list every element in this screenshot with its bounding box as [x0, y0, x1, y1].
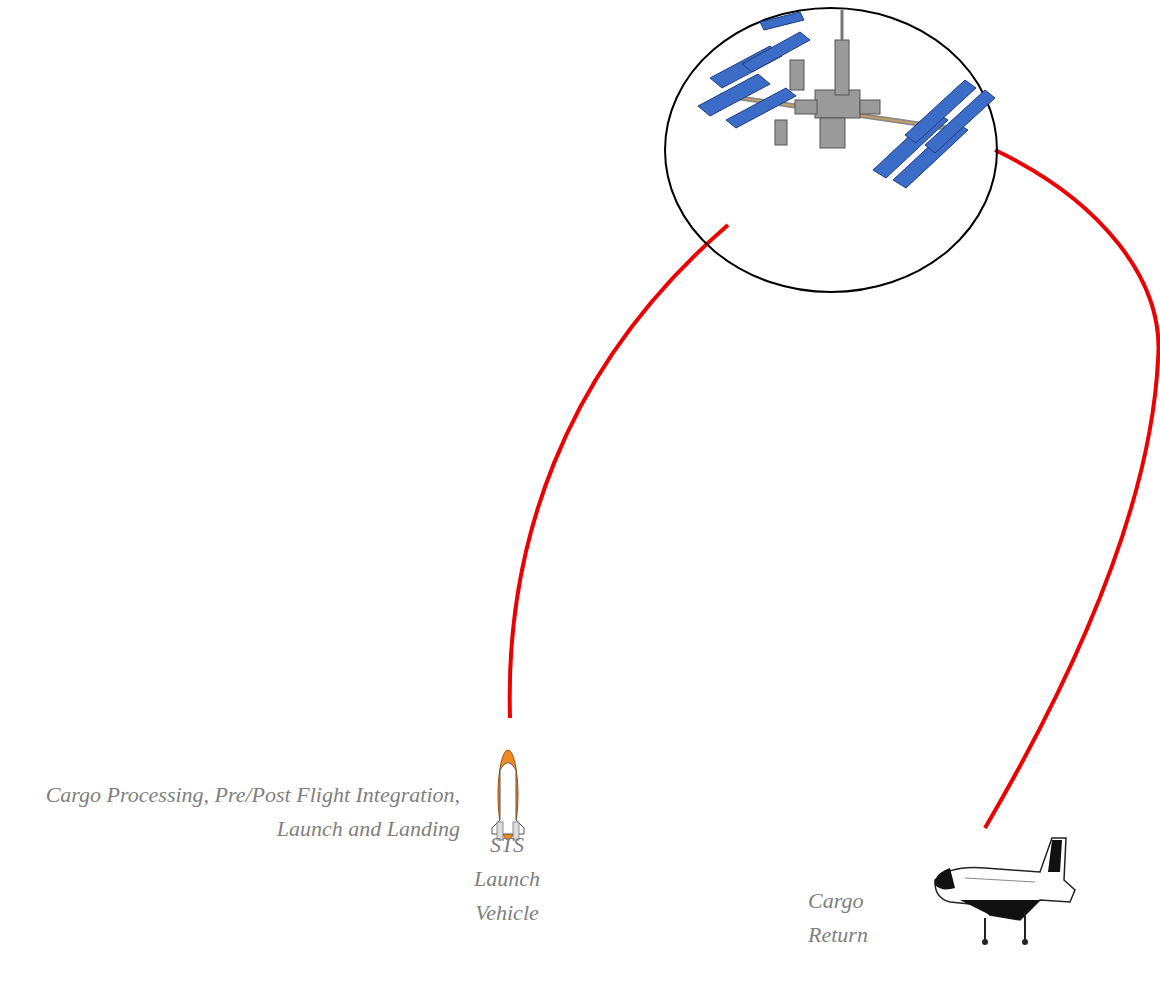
- vehicle-label: STS Launch Vehicle: [461, 828, 553, 930]
- return-label: Cargo Return: [808, 884, 880, 952]
- space-station: [698, 10, 995, 188]
- process-note: Cargo Processing, Pre/Post Flight Integr…: [4, 778, 460, 846]
- flight-path: [985, 150, 1159, 828]
- flight-path: [510, 225, 728, 718]
- station-ellipse: [665, 8, 997, 292]
- launch-vehicle-icon: [492, 750, 524, 840]
- orbiter-icon: [935, 838, 1075, 945]
